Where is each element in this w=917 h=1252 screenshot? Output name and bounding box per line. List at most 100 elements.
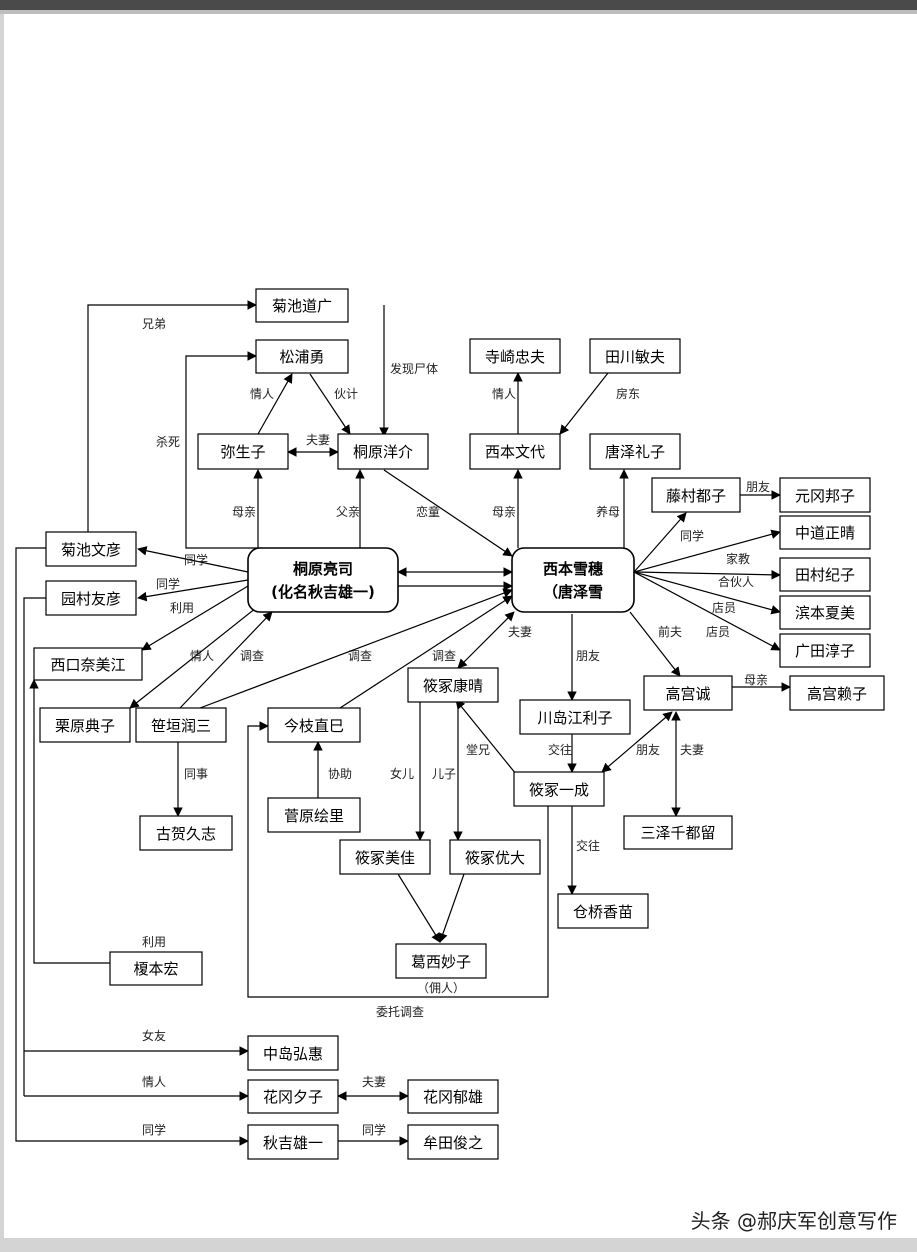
node-label: 弥生子: [220, 443, 265, 461]
label-tutor: 家教: [726, 551, 750, 566]
node-moutian-junzhi[interactable]: 牟田俊之: [407, 1124, 499, 1160]
node-lizhong-meijia[interactable]: 筱冢美佳: [339, 839, 431, 875]
node-xiben-wendai[interactable]: 西本文代: [469, 433, 561, 470]
node-xikou-naimeijiang[interactable]: 西口奈美江: [33, 647, 143, 681]
label-colleague: 同事: [184, 767, 208, 781]
label-landlord: 房东: [616, 386, 640, 401]
node-label: 菊池文彦: [61, 541, 121, 559]
node-label: 筱冢一成: [529, 781, 589, 799]
edge-clerk-guangtian: [633, 571, 781, 651]
node-label: 松浦勇: [279, 348, 324, 366]
node-label-line2: (化名秋吉雄一): [271, 583, 375, 601]
node-tiancun-jizi[interactable]: 田村纪子: [779, 557, 871, 592]
node-tangze-lizi[interactable]: 唐泽礼子: [589, 433, 681, 470]
node-label: 园村友彦: [61, 590, 121, 608]
node-jiaben-hong[interactable]: 榎本宏: [109, 951, 203, 986]
node-tongyuan-liangsi[interactable]: 桐原亮司 (化名秋吉雄一): [247, 547, 399, 613]
node-zhongdao-zhengqing[interactable]: 中道正晴: [779, 515, 871, 550]
node-lizhong-youda[interactable]: 筱冢优大: [449, 839, 541, 875]
edge-classmate-yuancun: [137, 579, 249, 602]
label-girlfriend: 女友: [142, 1028, 166, 1043]
node-guanyuan-huili[interactable]: 菅原绘里: [267, 797, 361, 833]
node-liyuan-runsan[interactable]: 笹垣润三: [135, 707, 227, 743]
node-xiben-xuesui[interactable]: 西本雪穗 （唐泽雪: [511, 547, 635, 613]
node-label: 今枝直巳: [284, 717, 344, 735]
label-friend-2: 朋友: [576, 649, 600, 663]
window-top-bar: [0, 0, 917, 10]
window-bottom-border: [0, 1238, 917, 1252]
node-juchi-daoguang[interactable]: 菊池道广: [255, 288, 349, 323]
node-sanze-qiandouliu[interactable]: 三泽千都留: [623, 815, 733, 850]
node-lizhong-kangqing[interactable]: 筱冢康晴: [407, 667, 499, 703]
label-investigate-3: 调查: [432, 649, 456, 663]
node-label: 元冈邦子: [795, 487, 855, 505]
label-use-2: 利用: [142, 935, 166, 949]
label-assist: 协助: [328, 766, 352, 781]
node-huagang-yuxiong[interactable]: 花冈郁雄: [407, 1079, 499, 1114]
label-classmate-5: 同学: [362, 1122, 386, 1137]
node-label: 广田淳子: [795, 642, 855, 660]
edge-ex-husband: [629, 611, 681, 677]
edge-commission: [247, 721, 549, 998]
edge-brother: [87, 300, 257, 537]
label-couple-4: 夫妻: [362, 1075, 386, 1089]
node-lizhong-yicheng[interactable]: 筱冢一成: [513, 771, 605, 807]
edge-pedophilia: [383, 469, 513, 557]
node-tongyuan-yangjie[interactable]: 桐原洋介: [337, 433, 429, 470]
node-binben-xiamei[interactable]: 滨本夏美: [779, 595, 871, 630]
node-label: 秋吉雄一: [263, 1134, 323, 1152]
label-mother-3: 母亲: [744, 673, 768, 687]
label-son: 儿子: [432, 767, 456, 781]
node-label: 花冈郁雄: [423, 1088, 483, 1106]
node-label: 栗原典子: [55, 717, 115, 735]
node-gaogong-cheng[interactable]: 高宫诚: [643, 675, 733, 711]
node-chuandao-jiangli[interactable]: 川岛江利子: [519, 699, 631, 735]
node-qiuji-xiongyi[interactable]: 秋吉雄一: [247, 1124, 339, 1160]
label-lover-3: 情人: [190, 649, 214, 663]
node-yuancun-youyan[interactable]: 园村友彦: [45, 580, 137, 616]
node-juchi-wenyan[interactable]: 菊池文彦: [45, 531, 137, 567]
node-yuangang-bangzi[interactable]: 元冈邦子: [779, 477, 871, 513]
window-left-border: [0, 14, 4, 1238]
edge-classmate-qiuji: [15, 547, 249, 1146]
node-songpu-yong[interactable]: 松浦勇: [255, 339, 349, 374]
node-label: 筱冢康晴: [423, 677, 483, 695]
edge-partner-songpu-tongyuan: [309, 373, 351, 435]
edge-clerk-binben: [633, 571, 781, 615]
label-brother: 兄弟: [142, 317, 166, 331]
edge-investigate-tongyuan: [179, 611, 273, 709]
edge-classmate-juchi: [137, 546, 249, 573]
node-label: 桐原洋介: [353, 443, 413, 461]
node-guhe-jiuzhi[interactable]: 古贺久志: [139, 815, 233, 851]
edge-trunk-yuancun: [23, 597, 46, 1096]
node-label: 笹垣润三: [151, 717, 211, 735]
node-misheng-zi[interactable]: 弥生子: [197, 433, 289, 470]
nodes: 菊池道广 松浦勇 弥生子 桐原洋介 寺崎忠夫 田川敏夫 西本文代 唐泽礼子 藤村…: [33, 288, 885, 1160]
node-jinzhi-zhiba[interactable]: 今枝直巳: [267, 707, 361, 743]
node-zhongdao-honghui[interactable]: 中岛弘惠: [247, 1035, 339, 1071]
label-dating-1: 交往: [548, 742, 572, 757]
label-investigate-2: 调查: [348, 649, 372, 663]
node-liyuan-dianzi[interactable]: 栗原典子: [39, 707, 131, 743]
node-gaogong-laizi[interactable]: 高宫赖子: [789, 675, 885, 711]
node-tianchuan-minfu[interactable]: 田川敏夫: [589, 338, 681, 374]
node-tengcun-duzi[interactable]: 藤村都子: [651, 477, 741, 513]
node-siqi-zhongfu[interactable]: 寺崎忠夫: [469, 338, 561, 374]
label-lover-2: 情人: [492, 387, 516, 401]
label-dating-2: 交往: [576, 838, 600, 853]
node-cangqiao-xiangmiao[interactable]: 仓桥香苗: [557, 893, 649, 929]
node-label: 菅原绘里: [284, 807, 344, 825]
window-top-border: [0, 10, 917, 14]
node-label: 筱冢优大: [465, 849, 525, 867]
node-guangtian-chunzi[interactable]: 广田淳子: [779, 633, 871, 668]
node-gexi-miaozi[interactable]: 葛西妙子: [395, 943, 487, 979]
label-classmate-4: 同学: [142, 1122, 166, 1137]
node-label: 仓桥香苗: [573, 903, 633, 921]
node-label: 唐泽礼子: [605, 443, 665, 461]
node-huagang-xizi[interactable]: 花冈夕子: [247, 1079, 339, 1114]
edge-maid-2: [438, 873, 465, 943]
label-kill: 杀死: [156, 434, 180, 449]
node-label: 寺崎忠夫: [485, 348, 545, 366]
edge-cousin: [455, 699, 517, 775]
